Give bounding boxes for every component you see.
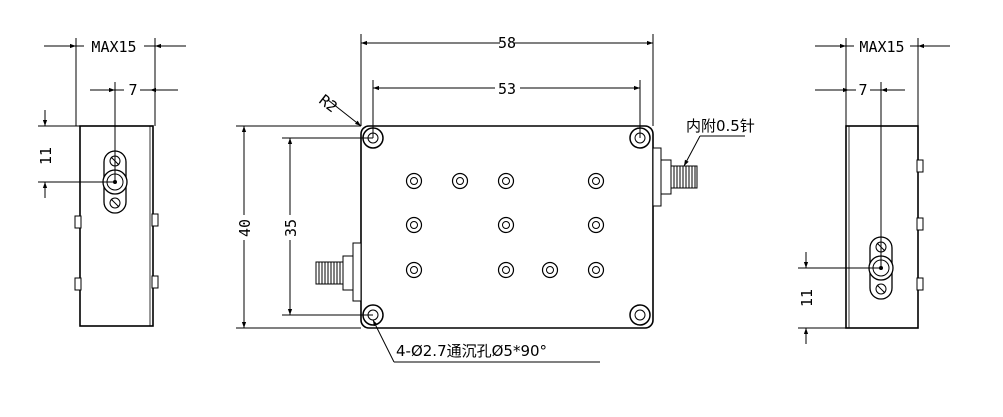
dimension-40: 40: [236, 125, 361, 329]
mounting-hole-bottom-right: [629, 304, 651, 326]
pin-note-label: 内附0.5针: [686, 117, 755, 135]
dimension-40-label: 40: [236, 219, 254, 237]
tuning-screw: [587, 216, 605, 234]
left-view-screw: [151, 275, 159, 289]
tuning-screw: [587, 172, 605, 190]
right-7-label: 7: [858, 81, 867, 99]
left-view-screw: [74, 215, 82, 229]
hole-note: 4-Ø2.7通沉孔Ø5*90°: [372, 319, 600, 363]
tuning-screws: [405, 172, 605, 279]
left-7-label: 7: [128, 81, 137, 99]
dimension-35: 35: [282, 137, 373, 316]
tuning-screw: [497, 172, 515, 190]
tuning-screw: [451, 172, 469, 190]
left-view-screw: [151, 213, 159, 227]
tuning-screw: [405, 216, 423, 234]
right-11-dimension: 11: [798, 252, 881, 344]
tuning-screw: [497, 261, 515, 279]
tuning-screw: [497, 216, 515, 234]
left-11-dimension: 11: [37, 110, 115, 198]
front-right-sma-connector: [652, 147, 698, 207]
dimension-53: 53: [372, 80, 641, 138]
right-view-screw: [916, 217, 924, 231]
right-view-screw: [916, 159, 924, 173]
right-side-view: MAX15 7 11: [798, 38, 950, 344]
left-11-label: 11: [37, 147, 55, 165]
left-view-screw: [74, 277, 82, 291]
right-max15-dimension: MAX15: [815, 38, 950, 126]
left-7-dimension: 7: [90, 81, 178, 182]
dimension-35-label: 35: [282, 219, 300, 237]
right-view-screw: [916, 277, 924, 291]
r2-leader: R2: [316, 91, 362, 127]
left-side-view: MAX15 7 11: [37, 38, 186, 327]
right-max15-label: MAX15: [859, 38, 904, 56]
front-view: 58 53 R2 40 35: [236, 34, 755, 363]
r2-label: R2: [316, 91, 341, 116]
left-max15-dimension: MAX15: [44, 38, 186, 126]
front-left-sma-connector: [315, 242, 362, 302]
pin-note: 内附0.5针: [683, 117, 755, 167]
tuning-screw: [587, 261, 605, 279]
tuning-screw: [405, 172, 423, 190]
tuning-screw: [405, 261, 423, 279]
right-11-label: 11: [798, 289, 816, 307]
dimension-58: 58: [360, 34, 654, 126]
dimension-58-label: 58: [498, 34, 516, 52]
left-max15-label: MAX15: [91, 38, 136, 56]
tuning-screw: [541, 261, 559, 279]
right-7-dimension: 7: [815, 81, 905, 268]
hole-note-label: 4-Ø2.7通沉孔Ø5*90°: [396, 342, 547, 360]
dimension-53-label: 53: [498, 80, 516, 98]
front-view-body: [360, 125, 654, 329]
